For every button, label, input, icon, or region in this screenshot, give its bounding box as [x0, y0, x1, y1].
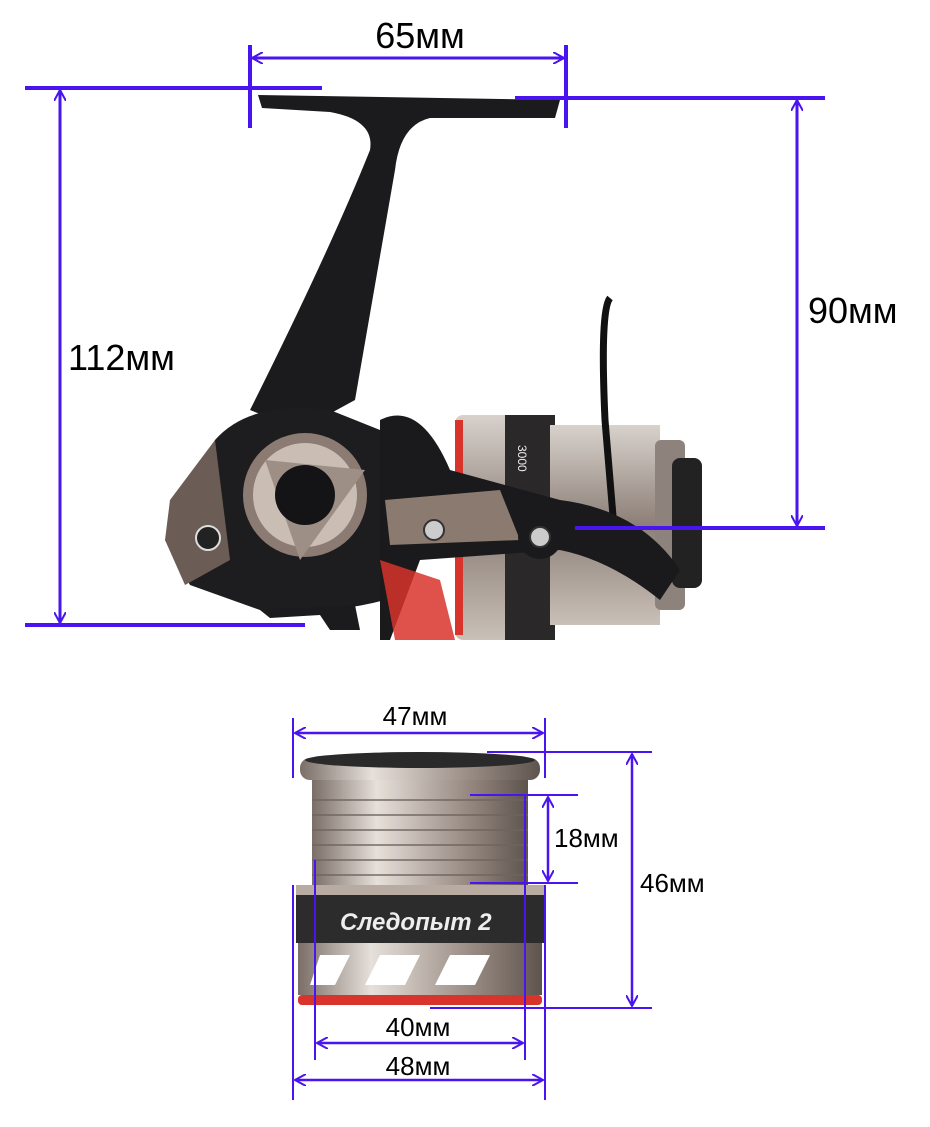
spool-height-label: 46мм: [640, 868, 705, 898]
spool-bottom-diameter-label: 48мм: [386, 1051, 451, 1081]
spare-spool-image: Следопыт 2: [296, 752, 544, 1005]
reel-height-label: 112мм: [68, 337, 175, 378]
spinning-reel-image: 3000: [165, 95, 702, 640]
reel-body-height-label: 90мм: [808, 290, 898, 331]
spool-inner-diameter-label: 40мм: [386, 1012, 451, 1042]
spool-line-depth-label: 18мм: [554, 823, 619, 853]
spool-top-diameter-label: 47мм: [383, 701, 448, 731]
reel-width-label: 65мм: [375, 15, 465, 56]
spool-brand-logo: Следопыт 2: [340, 909, 492, 936]
dimension-lines: [25, 45, 825, 1100]
reel-model-marking: 3000: [515, 445, 529, 472]
